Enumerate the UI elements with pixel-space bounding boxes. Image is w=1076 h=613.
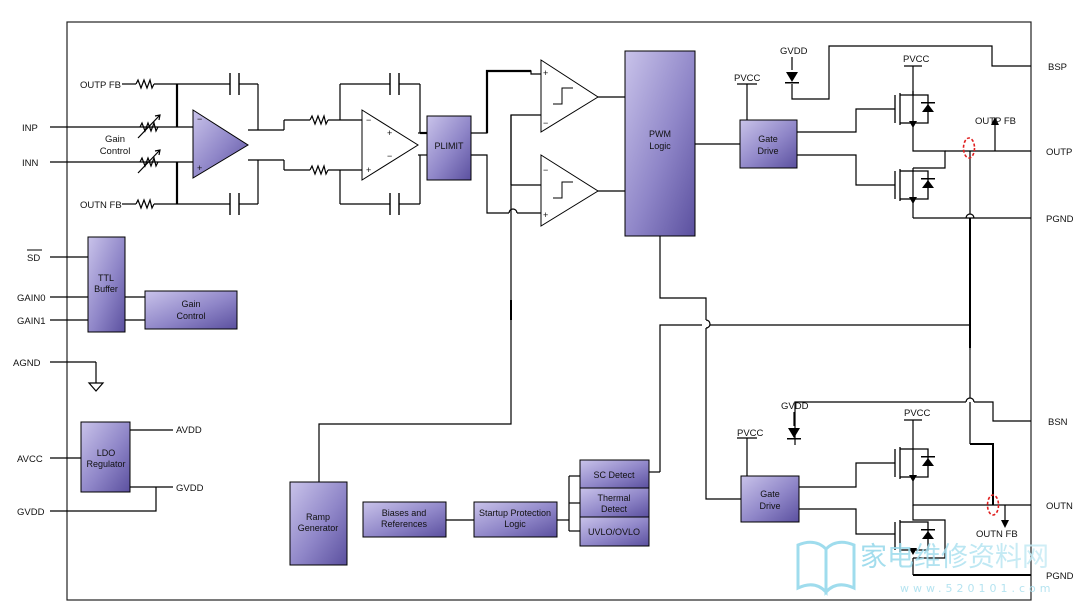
thermal-detect-block: Thermal Detect (579, 487, 650, 518)
svg-text:Regulator: Regulator (86, 459, 125, 469)
pin-gvdd: GVDD (17, 507, 45, 518)
pin-inn: INN (22, 158, 39, 169)
comparator-top: + − (540, 59, 599, 133)
svg-text:Control: Control (176, 311, 205, 321)
pwm-logic-block: PWM Logic (624, 50, 696, 237)
gain-control-block: Gain Control (144, 290, 238, 330)
svg-text:SC Detect: SC Detect (593, 470, 635, 480)
book-logo-icon (796, 540, 856, 596)
pin-bsp: BSP (1048, 62, 1067, 73)
svg-text:−: − (543, 165, 548, 175)
startup-protection-block: Startup Protection Logic (473, 501, 558, 538)
svg-text:Gate: Gate (760, 489, 780, 499)
diode-icons (785, 72, 1009, 555)
gate-drive-top: Gate Drive (739, 119, 798, 169)
outp-fb-out-label: OUTP FB (975, 116, 1016, 127)
sense-rings (962, 137, 1000, 516)
svg-text:Drive: Drive (757, 146, 778, 156)
svg-text:PLIMIT: PLIMIT (434, 141, 464, 151)
svg-text:−: − (543, 118, 548, 128)
svg-text:Buffer: Buffer (94, 284, 118, 294)
integrator-amp: − + − + (361, 109, 419, 181)
svg-text:Logic: Logic (649, 141, 671, 151)
svg-text:Biases and: Biases and (382, 508, 427, 518)
pin-gain0: GAIN0 (17, 293, 46, 304)
sc-detect-block: SC Detect (579, 459, 650, 489)
gate-drive-bottom: Gate Drive (740, 475, 800, 523)
svg-text:LDO: LDO (97, 448, 116, 458)
outp-fb-in-label: OUTP FB (80, 80, 121, 91)
left-pin-labels: INP INN SD GAIN0 GAIN1 AGND AVCC GVDD (13, 123, 46, 518)
svg-text:−: − (387, 151, 392, 161)
svg-text:+: + (366, 165, 371, 175)
svg-text:+: + (387, 128, 392, 138)
watermark: 家电维修资料网 www.520101.com (796, 540, 1054, 596)
pin-inp: INP (22, 123, 38, 134)
pin-outn: OUTN (1046, 501, 1073, 512)
gain-control-label-1: Gain (105, 134, 125, 145)
wires (50, 45, 1031, 576)
svg-text:Generator: Generator (298, 523, 339, 533)
pin-pgnd-bottom: PGND (1046, 571, 1074, 582)
svg-text:+: + (197, 163, 202, 173)
svg-text:Drive: Drive (759, 501, 780, 511)
svg-text:Gain: Gain (181, 299, 200, 309)
resistors (135, 77, 329, 210)
pvcc-bottom-left: PVCC (737, 428, 764, 439)
svg-text:+: + (543, 68, 548, 78)
right-pin-labels: BSP OUTP PGND BSN OUTN PGND (1046, 62, 1074, 582)
pin-outp: OUTP (1046, 147, 1072, 158)
pvcc-bottom-right: PVCC (904, 408, 931, 419)
thick-wires (175, 69, 531, 204)
ttl-buffer-block: TTL Buffer (87, 236, 126, 333)
svg-text:Logic: Logic (504, 519, 526, 529)
pvcc-top-right: PVCC (903, 54, 930, 65)
gvdd-bottom: GVDD (781, 401, 809, 412)
watermark-url: www.520101.com (900, 582, 1054, 595)
biases-references-block: Biases and References (362, 501, 447, 538)
svg-text:+: + (543, 210, 548, 220)
outn-fb-in-label: OUTN FB (80, 200, 122, 211)
pvcc-top-left: PVCC (734, 73, 761, 84)
svg-text:Thermal: Thermal (597, 493, 630, 503)
avdd-label: AVDD (176, 425, 202, 436)
pin-agnd: AGND (13, 358, 41, 369)
svg-text:−: − (366, 115, 371, 125)
ramp-generator-block: Ramp Generator (289, 481, 348, 566)
uvlo-ovlo-block: UVLO/OVLO (579, 516, 650, 547)
svg-text:References: References (381, 519, 428, 529)
watermark-text: 家电维修资料网 (860, 542, 1049, 573)
pin-avcc: AVCC (17, 454, 43, 465)
comparator-bottom: − + (540, 154, 599, 227)
svg-text:UVLO/OVLO: UVLO/OVLO (588, 527, 640, 537)
capacitors (229, 73, 400, 215)
svg-text:Gate: Gate (758, 134, 778, 144)
internal-labels: OUTP FB OUTN FB Gain Control PVCC GVDD P… (80, 46, 1018, 540)
ldo-regulator-block: LDO Regulator (80, 421, 131, 493)
pin-gain1: GAIN1 (17, 316, 46, 327)
svg-text:−: − (197, 114, 202, 124)
pin-sd: SD (27, 253, 40, 264)
pin-bsn: BSN (1048, 417, 1068, 428)
gain-control-label-2: Control (100, 146, 131, 157)
plimit-block: PLIMIT (426, 115, 472, 181)
svg-text:TTL: TTL (98, 273, 114, 283)
pin-pgnd-top: PGND (1046, 214, 1074, 225)
svg-text:Detect: Detect (601, 504, 628, 514)
outn-fb-out-label: OUTN FB (976, 529, 1018, 540)
preamp: − + (192, 109, 249, 179)
gvdd-top: GVDD (780, 46, 808, 57)
svg-text:Ramp: Ramp (306, 512, 330, 522)
ground-icon (87, 382, 105, 392)
ldo-gvdd-label: GVDD (176, 483, 204, 494)
svg-text:Startup Protection: Startup Protection (479, 508, 551, 518)
svg-text:PWM: PWM (649, 129, 671, 139)
